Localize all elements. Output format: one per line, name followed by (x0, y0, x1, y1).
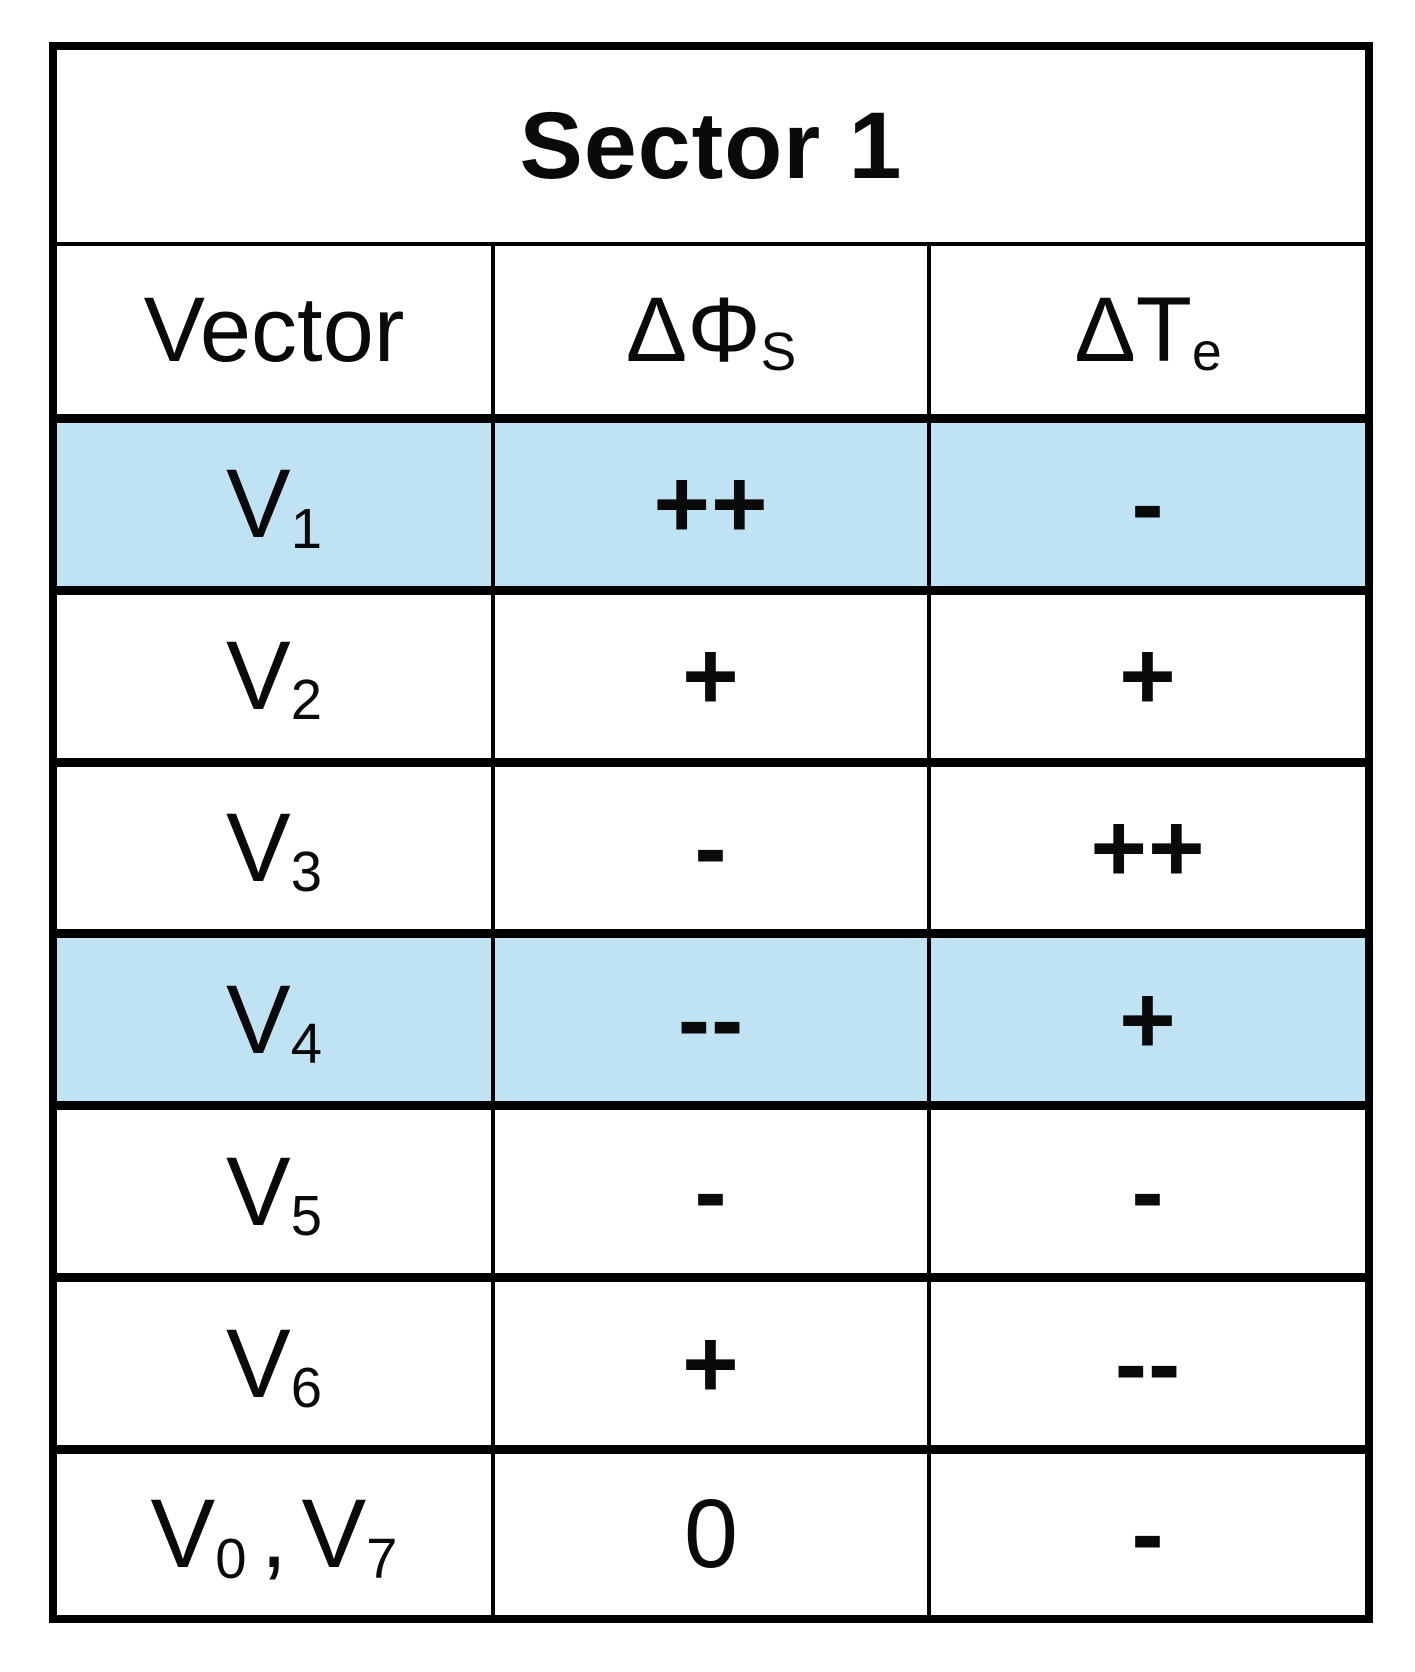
vector-label: V (226, 621, 291, 731)
vector-cell: V4 (57, 933, 495, 1111)
vector-cell: V6 (57, 1277, 495, 1454)
switching-table-container: Sector 1 Vector ΔΦS ΔTe V1 ++ - V2 + + V… (49, 42, 1373, 1623)
column-header-torque-delta: ΔTe (929, 244, 1365, 423)
table-row-v3: V3 - ++ (57, 762, 1365, 939)
table-row-v4: V4 -- + (57, 933, 1365, 1111)
flux-symbol: ΔΦ (625, 278, 761, 381)
table-row-v1: V1 ++ - (57, 418, 1365, 595)
vector-label: V (226, 449, 291, 559)
column-header-vector: Vector (57, 244, 495, 423)
comma-separator: , (260, 1479, 288, 1589)
flux-delta-cell: ++ (493, 418, 931, 595)
torque-delta-cell: - (929, 1105, 1365, 1283)
vector-subscript: 6 (290, 1355, 322, 1419)
vector-subscript: 4 (290, 1012, 322, 1076)
torque-delta-cell: -- (929, 1277, 1365, 1454)
vector-label: V (226, 964, 291, 1074)
title-row: Sector 1 (57, 50, 1365, 246)
torque-delta-cell: - (1131, 1479, 1165, 1589)
vector-subscript: 1 (290, 496, 322, 560)
torque-delta-cell: ++ (929, 762, 1365, 939)
flux-delta-cell: + (493, 1277, 931, 1454)
vector-subscript: 2 (290, 668, 322, 732)
torque-symbol: ΔT (1074, 278, 1192, 381)
flux-subscript: S (760, 323, 797, 383)
vector-subscript: 7 (366, 1526, 398, 1590)
table-row-v0-v7: V0,V7 0 - (57, 1449, 1365, 1615)
table-row-v2: V2 + + (57, 590, 1365, 767)
vector-cell: V0,V7 (57, 1449, 495, 1615)
switching-table: Sector 1 Vector ΔΦS ΔTe V1 ++ - V2 + + V… (57, 50, 1365, 1615)
torque-delta-cell: + (929, 933, 1365, 1111)
table-row-v5: V5 - - (57, 1105, 1365, 1283)
vector-subscript: 5 (290, 1183, 322, 1247)
vector-label: V (150, 1479, 216, 1589)
column-header-flux-delta: ΔΦS (493, 244, 931, 423)
vector-cell: V5 (57, 1105, 495, 1283)
vector-label: V (226, 1136, 291, 1246)
torque-delta-cell: - (929, 418, 1365, 595)
vector-subscript: 0 (215, 1526, 247, 1590)
vector-label: V (226, 793, 291, 903)
torque-subscript: e (1191, 323, 1222, 383)
vector-cell: V1 (57, 418, 495, 595)
vector-subscript: 3 (290, 840, 322, 904)
vector-cell: V2 (57, 590, 495, 767)
torque-delta-cell: + (929, 590, 1365, 767)
flux-delta-cell: -- (493, 933, 931, 1111)
flux-delta-cell: + (493, 590, 931, 767)
table-title: Sector 1 (57, 50, 1365, 246)
table-row-v6: V6 + -- (57, 1277, 1365, 1454)
header-row: Vector ΔΦS ΔTe (57, 244, 1365, 423)
flux-delta-cell: - (493, 762, 931, 939)
vector-label: V (226, 1308, 291, 1418)
vector-label: V (301, 1479, 367, 1589)
flux-delta-cell: 0 (493, 1449, 931, 1615)
vector-cell: V3 (57, 762, 495, 939)
flux-delta-cell: - (493, 1105, 931, 1283)
